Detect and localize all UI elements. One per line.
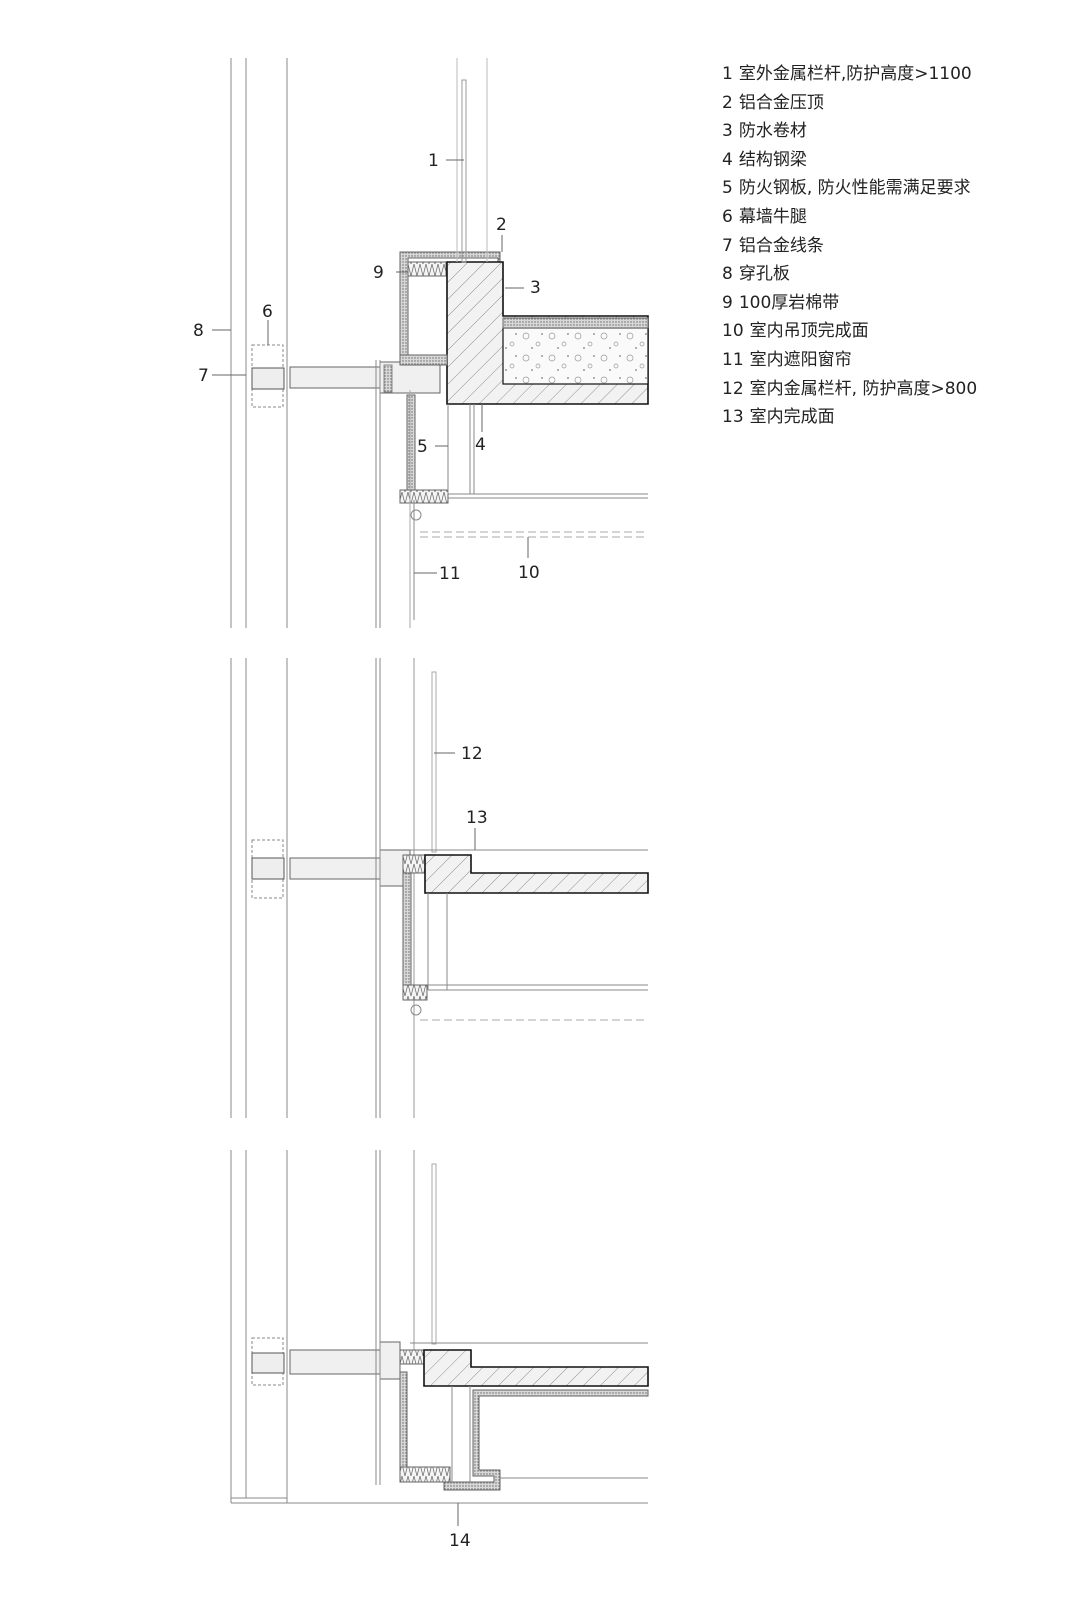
callout-12: 12 bbox=[461, 744, 483, 764]
callout-7: 7 bbox=[198, 366, 209, 386]
callout-5: 5 bbox=[417, 437, 428, 457]
callout-3: 3 bbox=[530, 278, 541, 298]
section-roof bbox=[230, 58, 649, 628]
section-base bbox=[230, 1150, 649, 1504]
callout-13: 13 bbox=[466, 808, 488, 828]
callout-1: 1 bbox=[428, 151, 439, 171]
callout-8: 8 bbox=[193, 321, 204, 341]
callout-10: 10 bbox=[518, 563, 540, 583]
section-typical-floor bbox=[230, 658, 649, 1118]
callout-9: 9 bbox=[373, 263, 384, 283]
callout-2: 2 bbox=[496, 215, 507, 235]
callout-4: 4 bbox=[475, 435, 486, 455]
callout-14: 14 bbox=[449, 1531, 471, 1551]
leader-lines bbox=[212, 159, 529, 1526]
callout-6: 6 bbox=[262, 302, 273, 322]
callout-11: 11 bbox=[439, 564, 461, 584]
